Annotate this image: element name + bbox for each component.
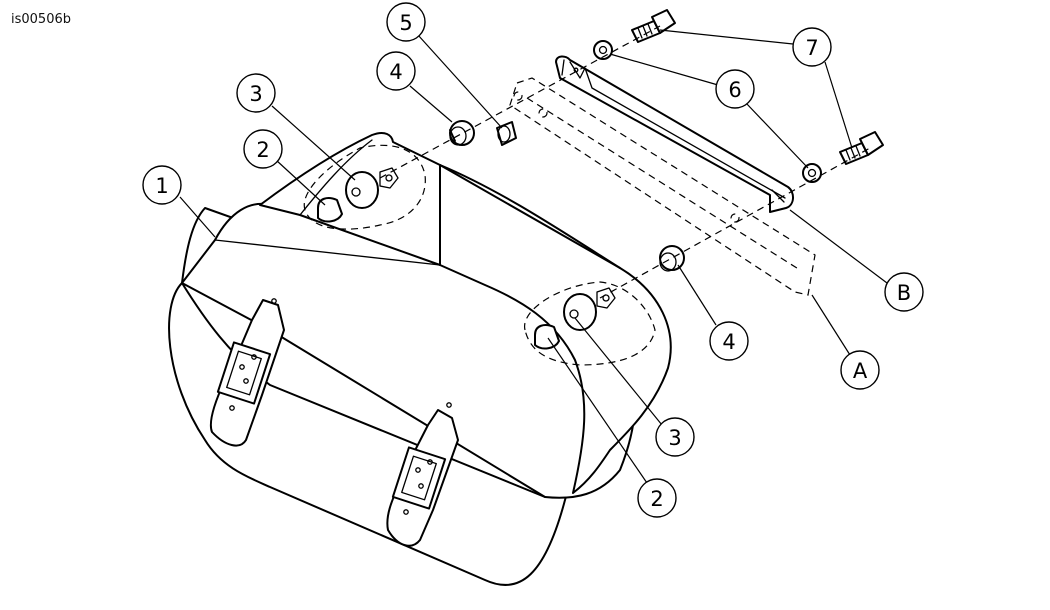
svg-text:2: 2 — [650, 487, 663, 511]
assembly-axis-lines — [379, 25, 871, 299]
washer-6-lower — [802, 163, 822, 183]
callout-3-lower: 3 — [655, 417, 695, 457]
figure-reference-code: is00506b — [11, 12, 71, 27]
svg-text:6: 6 — [728, 78, 741, 102]
spacer-4-lower — [659, 245, 685, 272]
callout-4-upper: 4 — [376, 51, 416, 91]
callout-6: 6 — [715, 69, 755, 109]
svg-text:B: B — [897, 281, 911, 305]
strap-buckle-right — [386, 402, 459, 547]
callout-2-upper: 2 — [243, 129, 283, 169]
callout-3-upper: 3 — [236, 73, 276, 113]
strap-buckle-left — [209, 298, 285, 447]
spacer-4-upper — [449, 120, 475, 146]
svg-text:7: 7 — [805, 36, 818, 60]
svg-text:3: 3 — [668, 426, 681, 450]
callout-2-lower: 2 — [637, 478, 677, 518]
svg-text:4: 4 — [722, 330, 735, 354]
mounting-plate-A — [509, 77, 816, 296]
svg-text:2: 2 — [256, 138, 269, 162]
svg-text:1: 1 — [155, 174, 168, 198]
callout-7: 7 — [792, 27, 832, 67]
callout-B: B — [884, 272, 924, 312]
callout-4-lower: 4 — [709, 321, 749, 361]
bolt-7-lower — [839, 131, 884, 165]
mount-area-lower — [524, 281, 656, 366]
svg-text:A: A — [853, 359, 868, 383]
svg-text:4: 4 — [389, 60, 402, 84]
leader-lines — [179, 29, 888, 484]
svg-text:3: 3 — [249, 82, 262, 106]
bracket-B — [555, 55, 794, 213]
callout-1: 1 — [142, 165, 182, 205]
callout-A: A — [840, 350, 880, 390]
svg-text:5: 5 — [399, 11, 412, 35]
callout-5: 5 — [386, 2, 426, 42]
